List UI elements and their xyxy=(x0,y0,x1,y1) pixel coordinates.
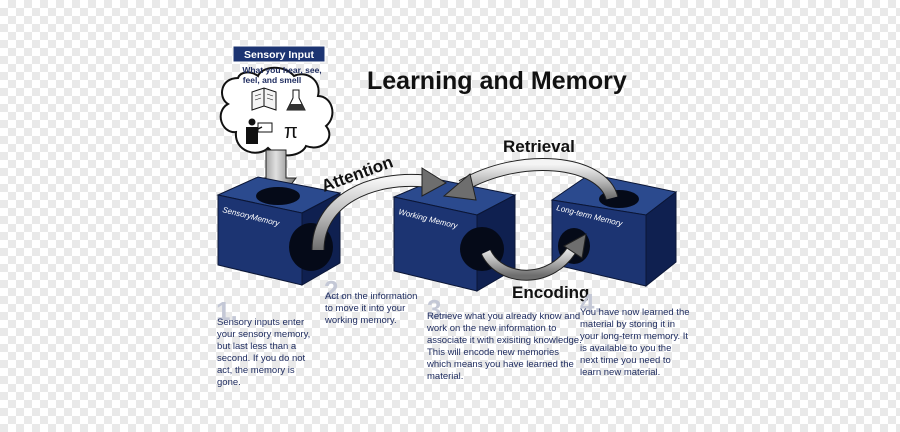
teacher-icon xyxy=(246,118,273,144)
attention-arrow xyxy=(311,167,447,251)
longterm-memory-box: Long-term Memory xyxy=(550,173,678,288)
diagram-title: Learning and Memory xyxy=(367,67,627,95)
sensory-input-line-1: What you hear, see, xyxy=(242,65,321,75)
sensory-top-hole xyxy=(256,187,300,205)
step-1-number: 1. xyxy=(216,296,238,326)
step-2-text: Act on the information to move it into y… xyxy=(325,291,418,326)
book-icon xyxy=(251,87,277,111)
encoding-arrow xyxy=(481,233,587,281)
encoding-label: Encoding xyxy=(512,283,589,302)
step-4-text: You have now learned the material by sto… xyxy=(580,307,690,378)
step-4-number: 4. xyxy=(580,288,602,318)
pi-icon: π xyxy=(284,121,298,143)
sensory-input-heading-box xyxy=(232,45,326,63)
sensory-input-heading: Sensory Input xyxy=(244,49,315,61)
retrieval-arrow xyxy=(442,157,619,201)
step-1-text: Sensory inputs enter your sensory memory… xyxy=(217,317,311,388)
sensory-input-line-2: feel, and smell xyxy=(243,75,302,85)
sensory-input-cloud: Sensory Input What you hear, see, feel, … xyxy=(219,45,334,157)
flask-icon xyxy=(286,89,306,111)
step-2-number: 2. xyxy=(324,275,346,305)
step-3-text: Retrieve what you already know and work … xyxy=(427,311,582,382)
retrieval-label: Retrieval xyxy=(503,137,575,156)
step-3-number: 3. xyxy=(427,294,449,324)
